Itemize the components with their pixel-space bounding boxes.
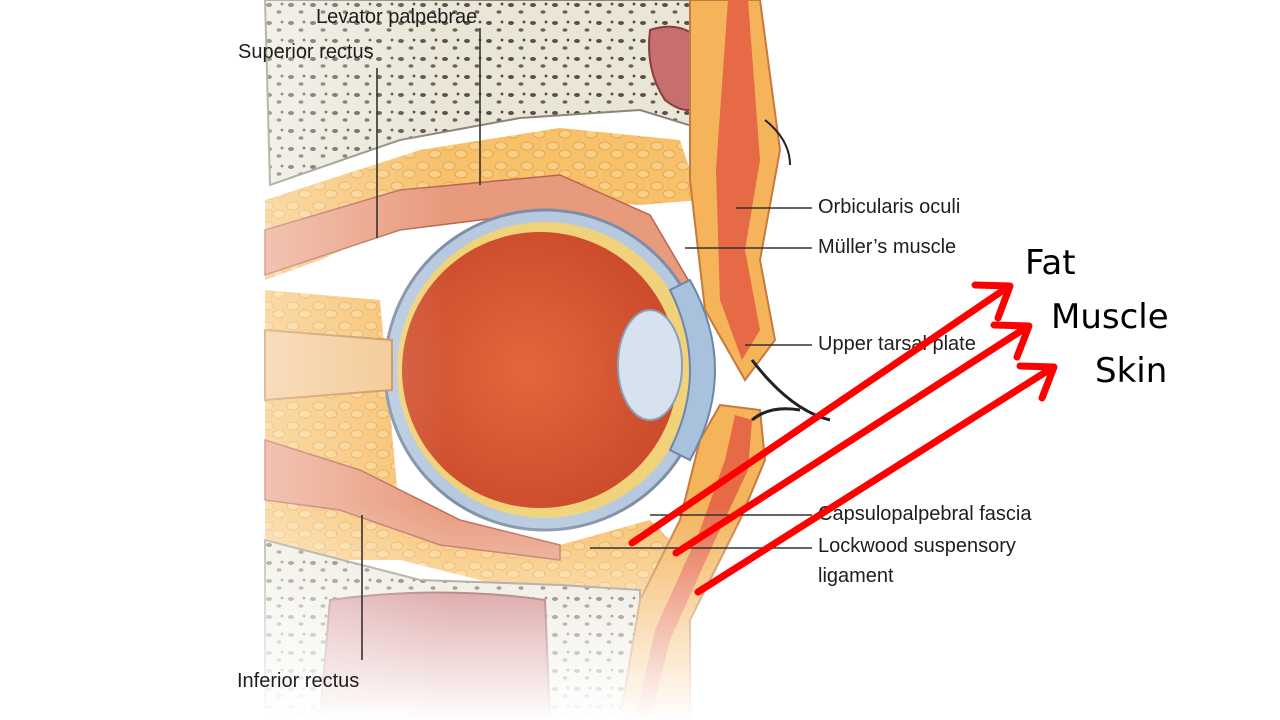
label-capsulopalpebral-fascia: Capsulopalpebral fascia	[818, 503, 1032, 525]
arrow-muscle	[672, 321, 1033, 557]
label-lockwood-line2: ligament	[818, 565, 894, 587]
annotation-skin: Skin	[1095, 351, 1167, 391]
label-levator-palpebrae: Levator palpebrae	[316, 6, 477, 28]
label-upper-tarsal-plate: Upper tarsal plate	[818, 333, 976, 355]
label-muller-muscle: Müller’s muscle	[818, 236, 956, 258]
label-lockwood-line1: Lockwood suspensory	[818, 535, 1016, 557]
annotation-labels: Fat Muscle Skin	[1025, 243, 1169, 391]
annotation-muscle: Muscle	[1051, 297, 1169, 337]
label-inferior-rectus: Inferior rectus	[237, 670, 359, 692]
anatomy-labels: Levator palpebrae Superior rectus Orbicu…	[237, 6, 1032, 692]
arrow-fat	[628, 281, 1014, 547]
annotation-fat: Fat	[1025, 243, 1076, 283]
label-orbicularis-oculi: Orbicularis oculi	[818, 196, 960, 218]
label-superior-rectus: Superior rectus	[238, 41, 374, 63]
annotation-arrows	[628, 281, 1058, 596]
arrow-skin	[694, 362, 1058, 596]
